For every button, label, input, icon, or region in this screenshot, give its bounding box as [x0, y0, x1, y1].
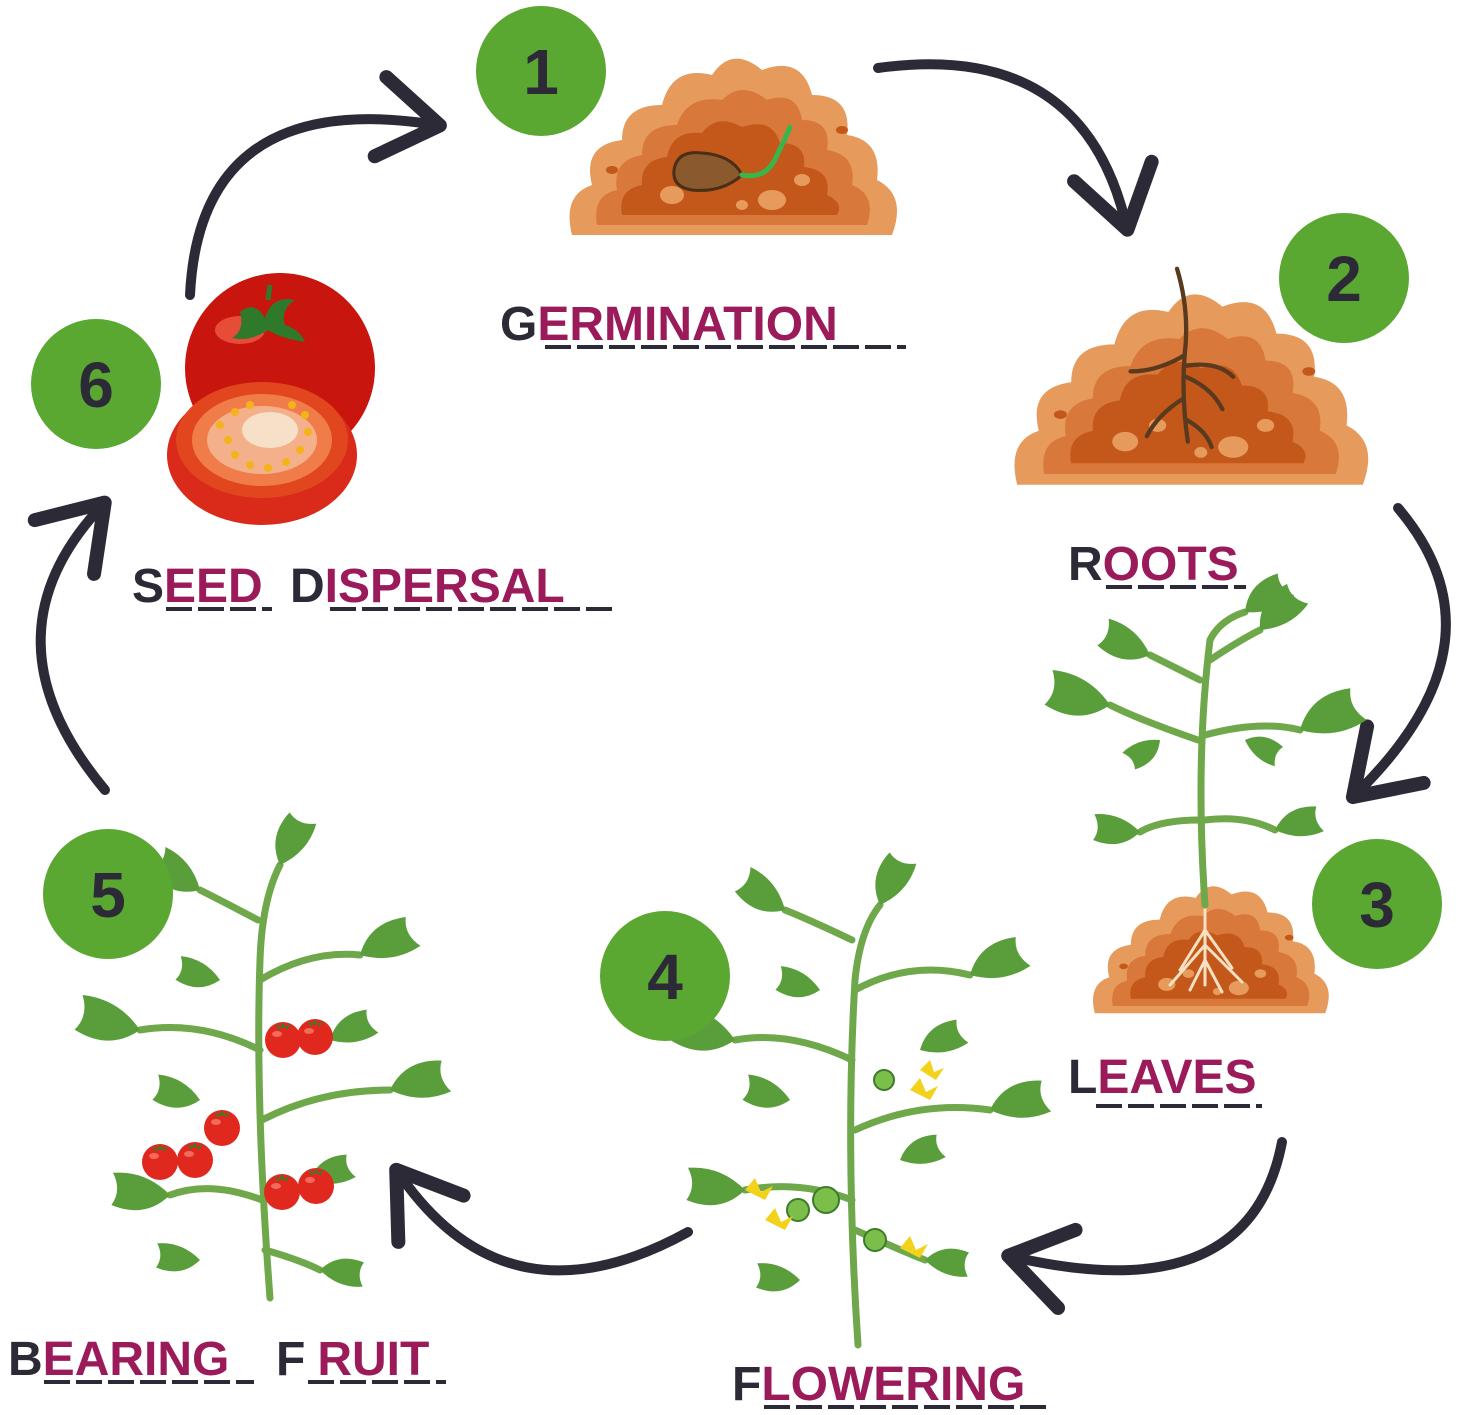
label-1-filled-letters: ERMINATION [537, 298, 837, 351]
badge-2-number: 2 [1326, 243, 1362, 315]
badge-1-number: 1 [523, 36, 559, 108]
label-bearing-fruit: BEARING FRUIT [8, 1333, 446, 1386]
svg-text:FLOWERING: FLOWERING [732, 1358, 1025, 1411]
badge-5-number: 5 [90, 859, 126, 931]
label-3-given-letter: L [1068, 1051, 1097, 1104]
label-leaves: LEAVES [1068, 1051, 1262, 1106]
label-5-word-2-filled-letters: RUIT [317, 1333, 429, 1386]
label-1-given-letter: G [500, 298, 537, 351]
svg-text:SEED: SEED [132, 560, 263, 613]
arrow-3-to-4 [1018, 1142, 1282, 1270]
badge-3-number: 3 [1359, 869, 1395, 941]
badge-3: 3 [1312, 839, 1442, 969]
label-5-word-2-given-letter: F [276, 1333, 305, 1386]
svg-text:FRUIT: FRUIT [276, 1333, 429, 1386]
badge-1: 1 [476, 6, 606, 136]
label-3-filled-letters: EAVES [1097, 1051, 1256, 1104]
badge-6-number: 6 [78, 349, 114, 421]
arrow-4-to-5 [402, 1178, 688, 1270]
label-flowering: FLOWERING [732, 1358, 1050, 1411]
label-roots: ROOTS [1068, 538, 1246, 591]
badge-6: 6 [31, 319, 161, 449]
label-2-given-letter: R [1068, 538, 1103, 591]
svg-text:LEAVES: LEAVES [1068, 1051, 1257, 1104]
svg-text:DISPERSAL: DISPERSAL [290, 560, 565, 613]
label-6-word-2-filled-letters: ISPERSAL [325, 560, 565, 613]
badge-5: 5 [43, 829, 173, 959]
arrow-1-to-2 [878, 64, 1125, 220]
arrow-6-to-1 [190, 119, 430, 295]
label-6-word-2-given-letter: D [290, 560, 325, 613]
label-germination: GERMINATION [500, 298, 906, 351]
arrow-5-to-6 [41, 510, 105, 790]
label-5-word-1-filled-letters: EARING [43, 1333, 230, 1386]
badge-2: 2 [1279, 213, 1409, 343]
cut-tomato-icon [167, 273, 375, 525]
label-6-word-1-filled-letters: EED [164, 560, 263, 613]
arrow-2-to-3 [1360, 508, 1446, 790]
label-seed-dispersal: SEED DISPERSAL [132, 560, 614, 613]
label-4-filled-letters: LOWERING [761, 1358, 1025, 1411]
seed-in-soil-icon [570, 59, 898, 235]
flowering-plant-icon [665, 848, 1052, 1345]
seedling-icon [1040, 570, 1368, 1013]
badge-4: 4 [600, 911, 730, 1041]
label-5-word-1-given-letter: B [8, 1333, 43, 1386]
svg-text:BEARING: BEARING [8, 1333, 229, 1386]
svg-text:GERMINATION: GERMINATION [500, 298, 838, 351]
svg-text:ROOTS: ROOTS [1068, 538, 1239, 591]
label-4-given-letter: F [732, 1358, 761, 1411]
label-6-word-1-given-letter: S [132, 560, 164, 613]
label-2-filled-letters: OOTS [1103, 538, 1239, 591]
badge-4-number: 4 [647, 941, 683, 1013]
